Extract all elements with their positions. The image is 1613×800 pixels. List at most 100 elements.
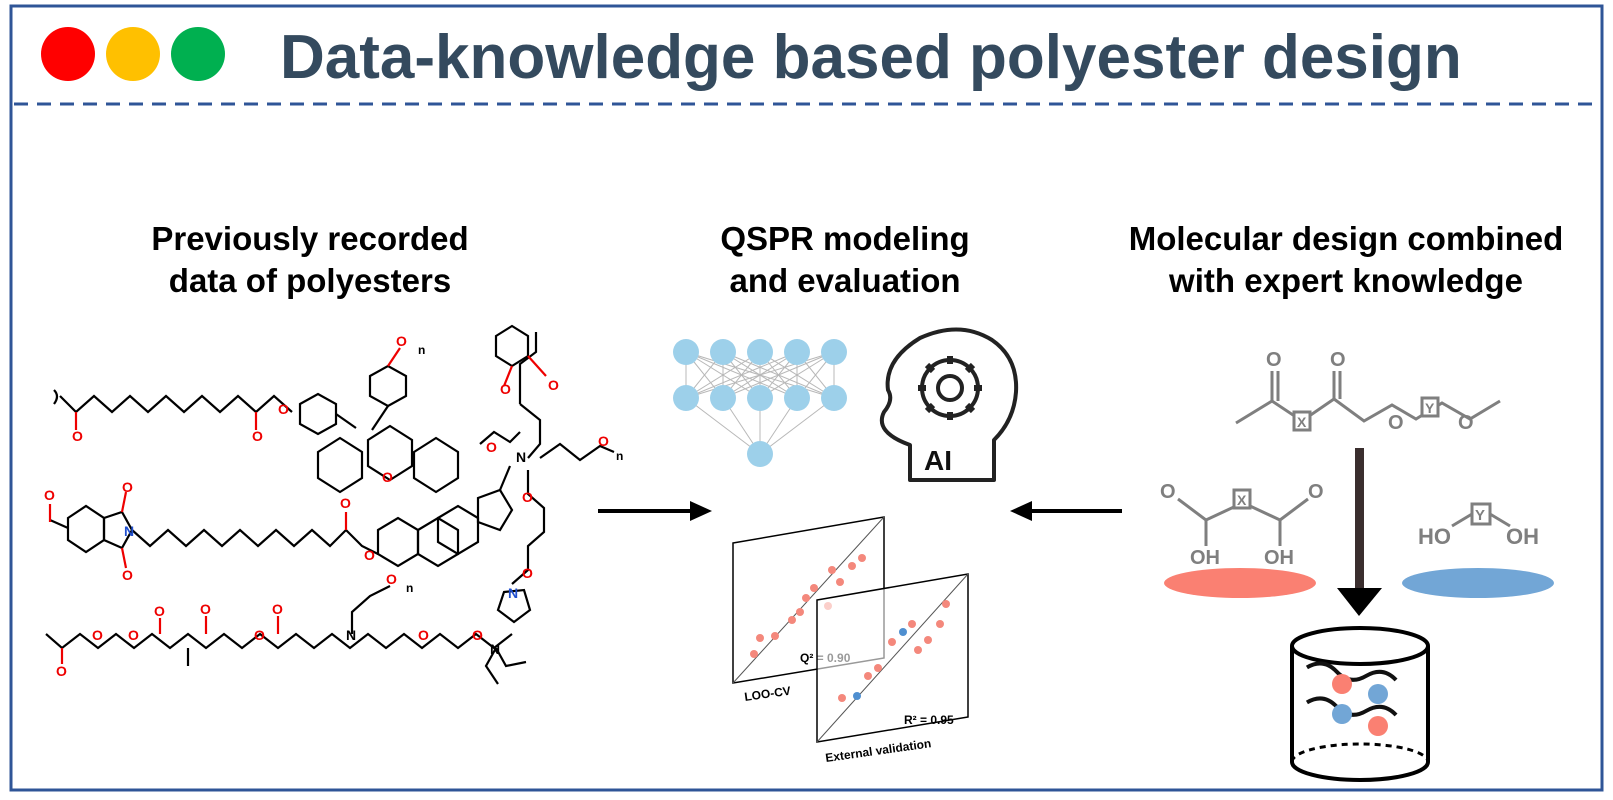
atom-o-23: O [272,601,283,617]
atom-o-1: O [72,428,83,444]
steroid-ring-c [436,504,480,556]
page-title: Data-knowledge based polyester design [280,23,1462,92]
external-validation-point [853,692,861,700]
atom-o-18: O [92,627,103,643]
bond-to-bracket-2 [49,518,69,530]
network-node [821,385,847,411]
atom-o-8: O [340,495,351,511]
branch-chain-a [518,332,538,404]
atom-o-22: O [254,627,265,643]
atom-o-15: O [522,489,533,505]
loo-cv-point [796,608,804,616]
external-validation-point [908,620,916,628]
diol-y: Y [1475,507,1485,524]
atom-n-5: N [490,641,500,657]
loo-cv-label: LOO-CV [743,684,791,704]
arrow-down-to-library [1337,448,1382,616]
loo-cv-point [750,650,758,658]
network-node [821,339,847,365]
atom-o-21: O [200,601,211,617]
atom-o-20: O [154,603,165,619]
phenyl-ring-2 [368,364,408,408]
branch-chain-d [511,470,546,585]
carbonyl-5 [502,365,514,387]
fused-ring-3 [412,436,460,494]
network-node [747,339,773,365]
diacid-x: X [1237,492,1247,508]
atom-o-9: O [364,547,375,563]
neural-network [673,339,847,467]
red-dot [41,27,95,81]
ai-label: AI [924,445,952,476]
middle-title-line-1: QSPR modeling [720,220,970,257]
network-node [673,385,699,411]
subscript-n-3: n [406,581,413,595]
diacid-oh-1: OH [1190,547,1220,569]
template-labels: O O O O X Y [1266,349,1474,434]
network-node [710,385,736,411]
external-validation-point [936,620,944,628]
diacid-oh-2: OH [1264,547,1294,569]
atom-n-1: N [124,523,134,539]
external-validation-point [924,636,932,644]
left-title-line-2: data of polyesters [168,262,452,299]
external-validation-point [942,600,950,608]
template-atom-o-1: O [1266,349,1282,371]
diol-pool-ellipse [1402,568,1554,598]
aliphatic-chain-3 [45,632,513,650]
loo-cv-point [810,584,818,592]
amine-branch-1 [350,585,391,634]
external-validation-point [864,672,872,680]
steroid-ring-a [376,516,420,568]
atom-o-14: O [486,439,497,455]
imide-carbonyl-1 [120,491,128,513]
network-edge [759,397,835,455]
diacid-structure [1177,488,1309,546]
middle-title-line-2: and evaluation [729,262,961,299]
network-edge [685,397,761,455]
network-edge [685,351,798,399]
ai-head-icon [879,327,1019,482]
aliphatic-chain-2 [131,528,379,555]
arrow-left-to-middle [598,501,712,521]
atom-o-6: O [122,479,133,495]
bracket-left-1 [53,389,59,405]
atom-n-4: N [346,627,356,643]
subscript-n-2: n [616,449,623,463]
atom-n-2: N [516,449,526,465]
cyclohexane-ring [494,324,530,368]
carbonyl-6 [527,355,547,377]
loo-cv-point [828,566,836,574]
template-atom-o-2: O [1330,349,1346,371]
atom-o-3: O [278,401,289,417]
network-node [784,385,810,411]
diol-ho: HO [1418,524,1451,549]
pyrrolidine-ring [496,588,532,624]
atom-o-12: O [500,381,511,397]
loo-cv-point [848,562,856,570]
atom-o-2: O [252,428,263,444]
diol-labels: HO OH Y [1418,507,1539,549]
external-validation-label: External validation [824,736,932,765]
network-node [747,441,773,467]
ether-bond-1 [387,347,401,367]
atom-o-25: O [418,627,429,643]
template-x: X [1297,414,1307,430]
candidate-library-cylinder [1290,626,1430,782]
phthalimide-imide [102,510,134,550]
atom-o-26: O [472,627,483,643]
atom-o-17: O [56,663,67,679]
green-dot [171,27,225,81]
fused-ring-2 [366,424,414,482]
external-validation-point [914,646,922,654]
acid-pool-ellipse [1164,568,1316,598]
right-column-title: Molecular design combined with expert kn… [1106,218,1586,302]
network-node [747,385,773,411]
atom-o-24: O [386,571,397,587]
network-edge [685,351,835,399]
external-validation-point [888,638,896,646]
atom-o-19: O [128,627,139,643]
bridge-bond-1 [335,413,357,429]
